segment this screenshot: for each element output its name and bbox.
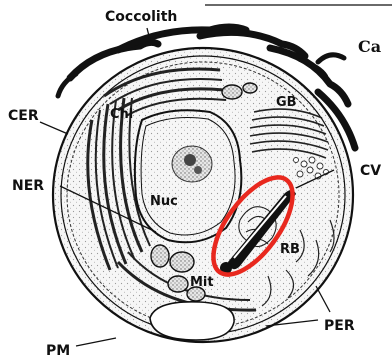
label-coccolith: Coccolith [105,9,177,25]
label-per: PER [324,318,355,334]
panel-letter: Ca [358,37,381,56]
label-ner: NER [12,178,44,194]
label-cer: CER [8,108,39,124]
label-mit: Mit [190,275,214,290]
label-chl: Chl [110,107,133,122]
vacuole [150,302,234,340]
label-rb: RB [280,242,300,257]
label-pm: PM [46,343,70,359]
label-nuc: Nuc [150,194,178,209]
label-cv: CV [360,163,381,179]
label-gb: GB [276,95,297,110]
